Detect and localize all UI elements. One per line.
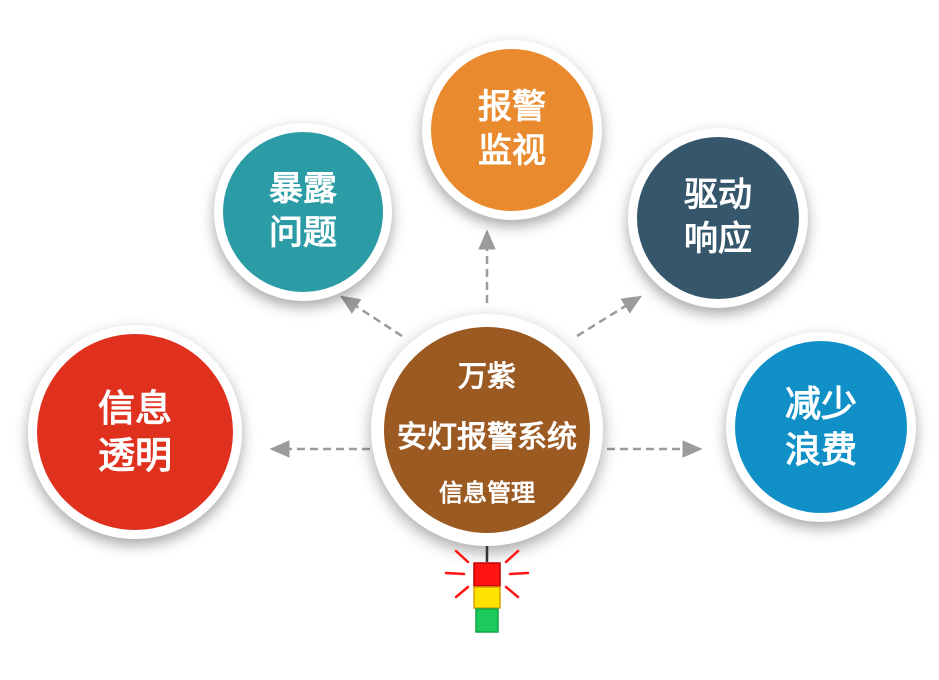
node-label: 报警 监视 [478, 86, 546, 173]
center-title-line1: 万紫 [457, 360, 516, 393]
node-label-line: 暴露 [269, 170, 337, 209]
node-label-line: 减少 [784, 382, 857, 424]
node-label-line: 监视 [478, 132, 546, 170]
center-title-line2: 安灯报警系统 [397, 420, 577, 454]
andon-green-lamp [475, 608, 499, 633]
arrow-to-drive-response [576, 295, 643, 338]
node-label-line: 透明 [98, 435, 172, 476]
node-info-transparency: 信息 透明 [28, 325, 242, 539]
node-label: 信息 透明 [98, 385, 172, 480]
andon-red-lamp [473, 562, 501, 587]
andon-yellow-lamp [473, 586, 501, 609]
andon-light-icon [430, 540, 550, 650]
node-alarm-monitoring: 报警 监视 [422, 40, 602, 220]
node-drive-response: 驱动 响应 [628, 128, 808, 308]
center-node: 万紫 安灯报警系统 信息管理 [371, 314, 603, 546]
arrow-to-expose-problems [339, 295, 403, 338]
node-label-line: 报警 [478, 88, 546, 127]
alarm-rays-icon [444, 549, 530, 599]
node-label-line: 浪费 [784, 429, 857, 470]
node-label: 驱动 响应 [684, 174, 752, 261]
node-expose-problems: 暴露 问题 [214, 123, 392, 301]
node-label-line: 响应 [684, 220, 752, 258]
node-label: 减少 浪费 [785, 381, 857, 473]
node-reduce-waste: 减少 浪费 [726, 332, 916, 522]
node-label-line: 信息 [98, 387, 172, 429]
center-title-line3: 信息管理 [439, 479, 535, 507]
andon-light-svg [444, 546, 530, 633]
node-label-line: 问题 [269, 214, 337, 252]
node-label-line: 驱动 [684, 176, 752, 215]
node-label: 暴露 问题 [269, 168, 337, 255]
